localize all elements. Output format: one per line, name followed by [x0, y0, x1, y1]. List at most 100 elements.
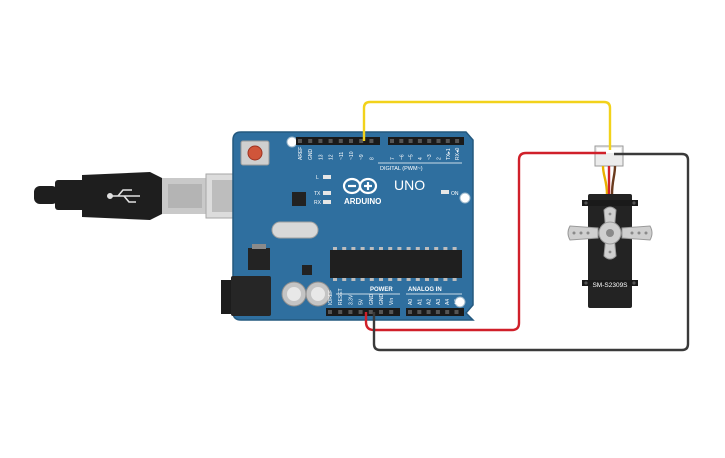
- power-label: POWER: [370, 287, 393, 293]
- pin-label: A5: [455, 299, 461, 305]
- brand-label: ARDUINO: [344, 197, 381, 206]
- mounting-hole: [454, 296, 466, 308]
- led-tx-label: TX: [314, 191, 321, 197]
- atmega-chip-pins: [333, 247, 457, 281]
- pin-label: A0: [408, 299, 414, 305]
- chip-pin: [452, 247, 457, 250]
- chip-pin: [443, 247, 448, 250]
- digital-header-right: [388, 137, 464, 145]
- header-pin-hole[interactable]: [328, 139, 333, 143]
- pin-label: A2: [427, 299, 433, 305]
- header-pin-hole[interactable]: [308, 139, 313, 143]
- chip-pin: [425, 247, 429, 250]
- header-pin-hole[interactable]: [358, 310, 363, 314]
- pin-label: ~3: [427, 154, 433, 160]
- pin-label: A4: [445, 299, 451, 305]
- pin-label: GND: [369, 294, 375, 306]
- led-on: [441, 190, 449, 194]
- chip-pin: [351, 247, 356, 250]
- chip-pin: [342, 278, 347, 281]
- led-l: [323, 175, 331, 179]
- servo-horn-right: [621, 225, 653, 241]
- wire-power[interactable]: [364, 151, 606, 332]
- pin-label: 5V: [359, 298, 365, 305]
- chip-pin: [342, 247, 347, 250]
- header-pin-hole[interactable]: [454, 310, 459, 314]
- analog-header: [406, 308, 464, 316]
- chip-pin: [351, 278, 356, 281]
- pin-label: AREF: [298, 147, 304, 160]
- chip-pin: [369, 278, 374, 281]
- header-pin-hole[interactable]: [435, 310, 440, 314]
- header-pin-hole[interactable]: [338, 139, 343, 143]
- chip-pin: [415, 247, 420, 250]
- header-pins: [298, 139, 460, 314]
- header-pin-hole[interactable]: [348, 310, 353, 314]
- header-pin-hole[interactable]: [436, 139, 441, 143]
- header-pin-hole[interactable]: [417, 139, 422, 143]
- header-pin-hole[interactable]: [399, 139, 404, 143]
- crystal-oscillator: [271, 221, 319, 239]
- servo-motor[interactable]: SM-S2309S: [567, 145, 653, 308]
- header-pin-hole[interactable]: [389, 310, 394, 314]
- wire-signal[interactable]: [362, 100, 612, 150]
- header-pin-hole[interactable]: [408, 310, 412, 314]
- led-l-label: L: [316, 175, 319, 181]
- digital-header-left: [296, 137, 380, 145]
- chip-pin: [333, 278, 337, 281]
- pin-label: ~11: [339, 152, 345, 160]
- header-pin-hole[interactable]: [349, 139, 353, 143]
- servo-mount-hole: [584, 281, 588, 285]
- chip-pin: [406, 247, 411, 250]
- header-pin-hole[interactable]: [417, 310, 422, 314]
- header-pin-hole[interactable]: [427, 139, 432, 143]
- header-pin-hole[interactable]: [445, 310, 450, 314]
- pin-label: ~10: [349, 151, 355, 160]
- model-label: UNO: [394, 177, 425, 193]
- voltage-regulator: [248, 248, 270, 270]
- capacitor-top: [311, 287, 325, 301]
- header-pin-hole[interactable]: [426, 310, 431, 314]
- pin-label: GND: [379, 294, 385, 306]
- usb-plug-metal-inner: [168, 184, 202, 208]
- header-pin-hole[interactable]: [368, 310, 373, 314]
- header-pin-hole[interactable]: [408, 139, 413, 143]
- header-pin-hole[interactable]: [379, 310, 383, 314]
- header-pin-hole[interactable]: [455, 139, 460, 143]
- mounting-hole: [459, 192, 471, 204]
- led-rx-label: RX: [314, 200, 322, 206]
- header-pin-hole[interactable]: [359, 139, 364, 143]
- chip-pin: [406, 278, 411, 281]
- pin-label: 3.3V: [348, 294, 354, 305]
- pin-label: A1: [417, 299, 423, 305]
- header-pin-hole[interactable]: [328, 310, 332, 314]
- pin-label: 2: [437, 157, 443, 160]
- chip-pin: [397, 247, 402, 250]
- servo-mount-hole: [632, 281, 636, 285]
- reset-button[interactable]: [247, 145, 263, 161]
- servo-mount-top: [582, 200, 638, 206]
- wire-ground[interactable]: [372, 152, 690, 352]
- header-pin-hole[interactable]: [369, 139, 374, 143]
- header-pin-hole[interactable]: [338, 310, 343, 314]
- chip-pin: [333, 247, 337, 250]
- pin-label: RX◂0: [455, 148, 461, 160]
- header-pin-hole[interactable]: [445, 139, 450, 143]
- header-pin-hole[interactable]: [298, 139, 302, 143]
- power-jack: [231, 276, 271, 316]
- chip-pin: [379, 247, 383, 250]
- servo-lead-ground: [610, 165, 617, 196]
- pin-label: 12: [329, 154, 335, 160]
- chip-pin: [434, 278, 439, 281]
- pin-label: 13: [318, 154, 324, 160]
- header-pin-hole[interactable]: [318, 139, 323, 143]
- chip-pin: [388, 247, 393, 250]
- servo-lead-signal: [601, 165, 609, 196]
- digital-header-label: DIGITAL (PWM~): [380, 166, 423, 172]
- header-pin-hole[interactable]: [390, 139, 394, 143]
- usb-cable-end: [34, 186, 58, 204]
